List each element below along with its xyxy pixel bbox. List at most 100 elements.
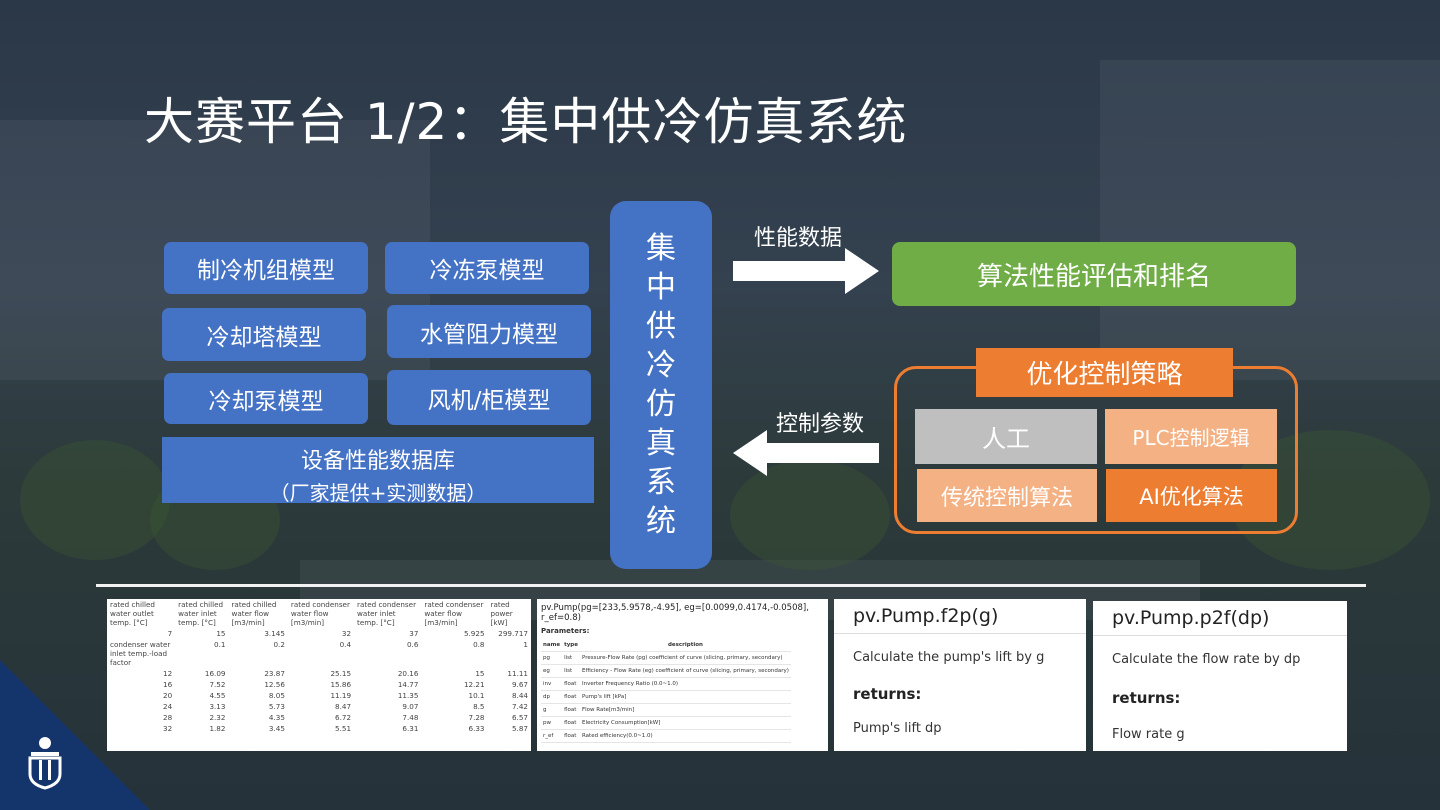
table-cell: 0.2 <box>273 640 285 649</box>
param-cell: g <box>541 703 563 717</box>
table-cell: 0.4 <box>339 640 352 649</box>
table-cell: 12 <box>163 669 173 678</box>
table-row: condenser water inlet temp.-load factor … <box>107 639 531 668</box>
param-cell: dp <box>541 690 563 704</box>
table-cell: 8.5 <box>473 702 485 711</box>
param-cell: Rated efficiency(0.0~1.0) <box>579 729 791 743</box>
control-params-label: 控制参数 <box>776 412 865 437</box>
sim-char: 冷 <box>646 348 676 383</box>
param-cell: r_ef <box>541 729 563 743</box>
param-cell: Pump's lift [kPa] <box>579 690 791 704</box>
param-cell: Flow Rate[m3/min] <box>579 703 791 717</box>
table-cell: 5.925 <box>463 629 485 638</box>
table-cell: 24 <box>163 702 173 711</box>
slide-title: 大赛平台 1/2：集中供冷仿真系统 <box>144 93 908 151</box>
param-cell: pg <box>541 651 563 665</box>
table-cell: 7.48 <box>402 713 419 722</box>
table-cell: 8.47 <box>335 702 352 711</box>
table-cell: 1 <box>523 640 528 649</box>
pump-signature: pv.Pump(pg=[233,5.9578,-4.95], eg=[0.009… <box>541 603 809 623</box>
table-cell: 3.13 <box>209 702 226 711</box>
p2f-title: pv.Pump.p2f(dp) <box>1093 601 1347 636</box>
table-cell: 3.145 <box>264 629 285 638</box>
param-cell: Electricity Consumption[kW] <box>579 716 791 730</box>
table-cell: 6.31 <box>402 724 419 733</box>
f2p-description: Calculate the pump's lift by g <box>853 650 1045 665</box>
table-cell: 7.52 <box>209 680 226 689</box>
table-cell: 23.87 <box>264 669 285 678</box>
table-cell: 7.28 <box>468 713 485 722</box>
chiller-model-box: 制冷机组模型 <box>164 242 368 294</box>
p2f-description: Calculate the flow rate by dp <box>1112 652 1301 667</box>
table-cell: 11.19 <box>330 691 352 700</box>
sim-char: 供 <box>646 309 676 344</box>
divider-line <box>96 584 1366 587</box>
table-cell: condenser water inlet temp.-load factor <box>110 640 171 667</box>
left-arrow-icon <box>733 430 879 476</box>
table-cell: 28 <box>163 713 173 722</box>
f2p-return-value: Pump's lift dp <box>853 721 942 736</box>
university-logo-icon <box>0 660 150 810</box>
cooling-pump-model-box: 冷却泵模型 <box>164 373 368 424</box>
table-cell: 11.11 <box>507 669 528 678</box>
parameters-label: Parameters: <box>541 627 590 635</box>
simulation-system-box: 集 中 供 冷 仿 真 系 统 <box>610 201 712 569</box>
ai-optimization-box: AI优化算法 <box>1106 469 1277 522</box>
table-header: rated condenser water inlet temp. [°C] <box>357 600 417 627</box>
param-cell: pw <box>541 716 563 730</box>
sim-char: 仿 <box>646 387 676 422</box>
param-col-header: description <box>579 639 791 652</box>
table-cell: 1.82 <box>209 724 226 733</box>
param-cell: float <box>562 677 580 691</box>
f2p-returns-label: returns: <box>853 685 922 703</box>
chilled-pump-model-box: 冷冻泵模型 <box>385 242 589 294</box>
sim-char: 中 <box>646 270 676 305</box>
chiller-data-table-panel: rated chilled water outlet temp. [°C] ra… <box>107 599 531 751</box>
table-header: rated chilled water flow [m3/min] <box>231 600 277 627</box>
table-cell: 15 <box>475 669 485 678</box>
table-cell: 3.45 <box>268 724 285 733</box>
table-header: rated power [kW] <box>490 600 513 627</box>
sim-char: 统 <box>646 504 676 539</box>
table-cell: 8.05 <box>268 691 285 700</box>
f2p-doc-panel: pv.Pump.f2p(g) Calculate the pump's lift… <box>834 599 1086 751</box>
table-cell: 15 <box>216 629 226 638</box>
p2f-doc-panel: pv.Pump.p2f(dp) Calculate the flow rate … <box>1093 601 1347 751</box>
param-cell: Efficiency - Flow Rate (eg) coefficient … <box>579 664 791 678</box>
table-row: 24 3.13 5.73 8.47 9.07 8.5 7.42 <box>107 701 531 712</box>
table-cell: 5.73 <box>268 702 285 711</box>
param-cell: float <box>562 729 580 743</box>
table-cell: 8.44 <box>511 691 528 700</box>
database-subtitle: （厂家提供+实测数据） <box>269 481 487 505</box>
table-cell: 4.35 <box>268 713 285 722</box>
table-cell: 20 <box>163 691 173 700</box>
table-cell: 20.16 <box>397 669 419 678</box>
sim-char: 真 <box>646 426 676 461</box>
right-arrow-icon <box>733 248 879 294</box>
table-cell: 12.21 <box>463 680 485 689</box>
performance-data-label: 性能数据 <box>754 226 843 251</box>
table-cell: 7 <box>167 629 173 638</box>
manual-box: 人工 <box>915 409 1097 464</box>
table-cell: 6.72 <box>335 713 352 722</box>
table-cell: 16.09 <box>204 669 226 678</box>
table-cell: 9.07 <box>402 702 419 711</box>
table-cell: 16 <box>163 680 173 689</box>
pipe-resistance-model-box: 水管阻力模型 <box>387 305 591 358</box>
table-cell: 11.35 <box>397 691 419 700</box>
table-cell: 6.57 <box>511 713 528 722</box>
table-cell: 7.42 <box>511 702 528 711</box>
